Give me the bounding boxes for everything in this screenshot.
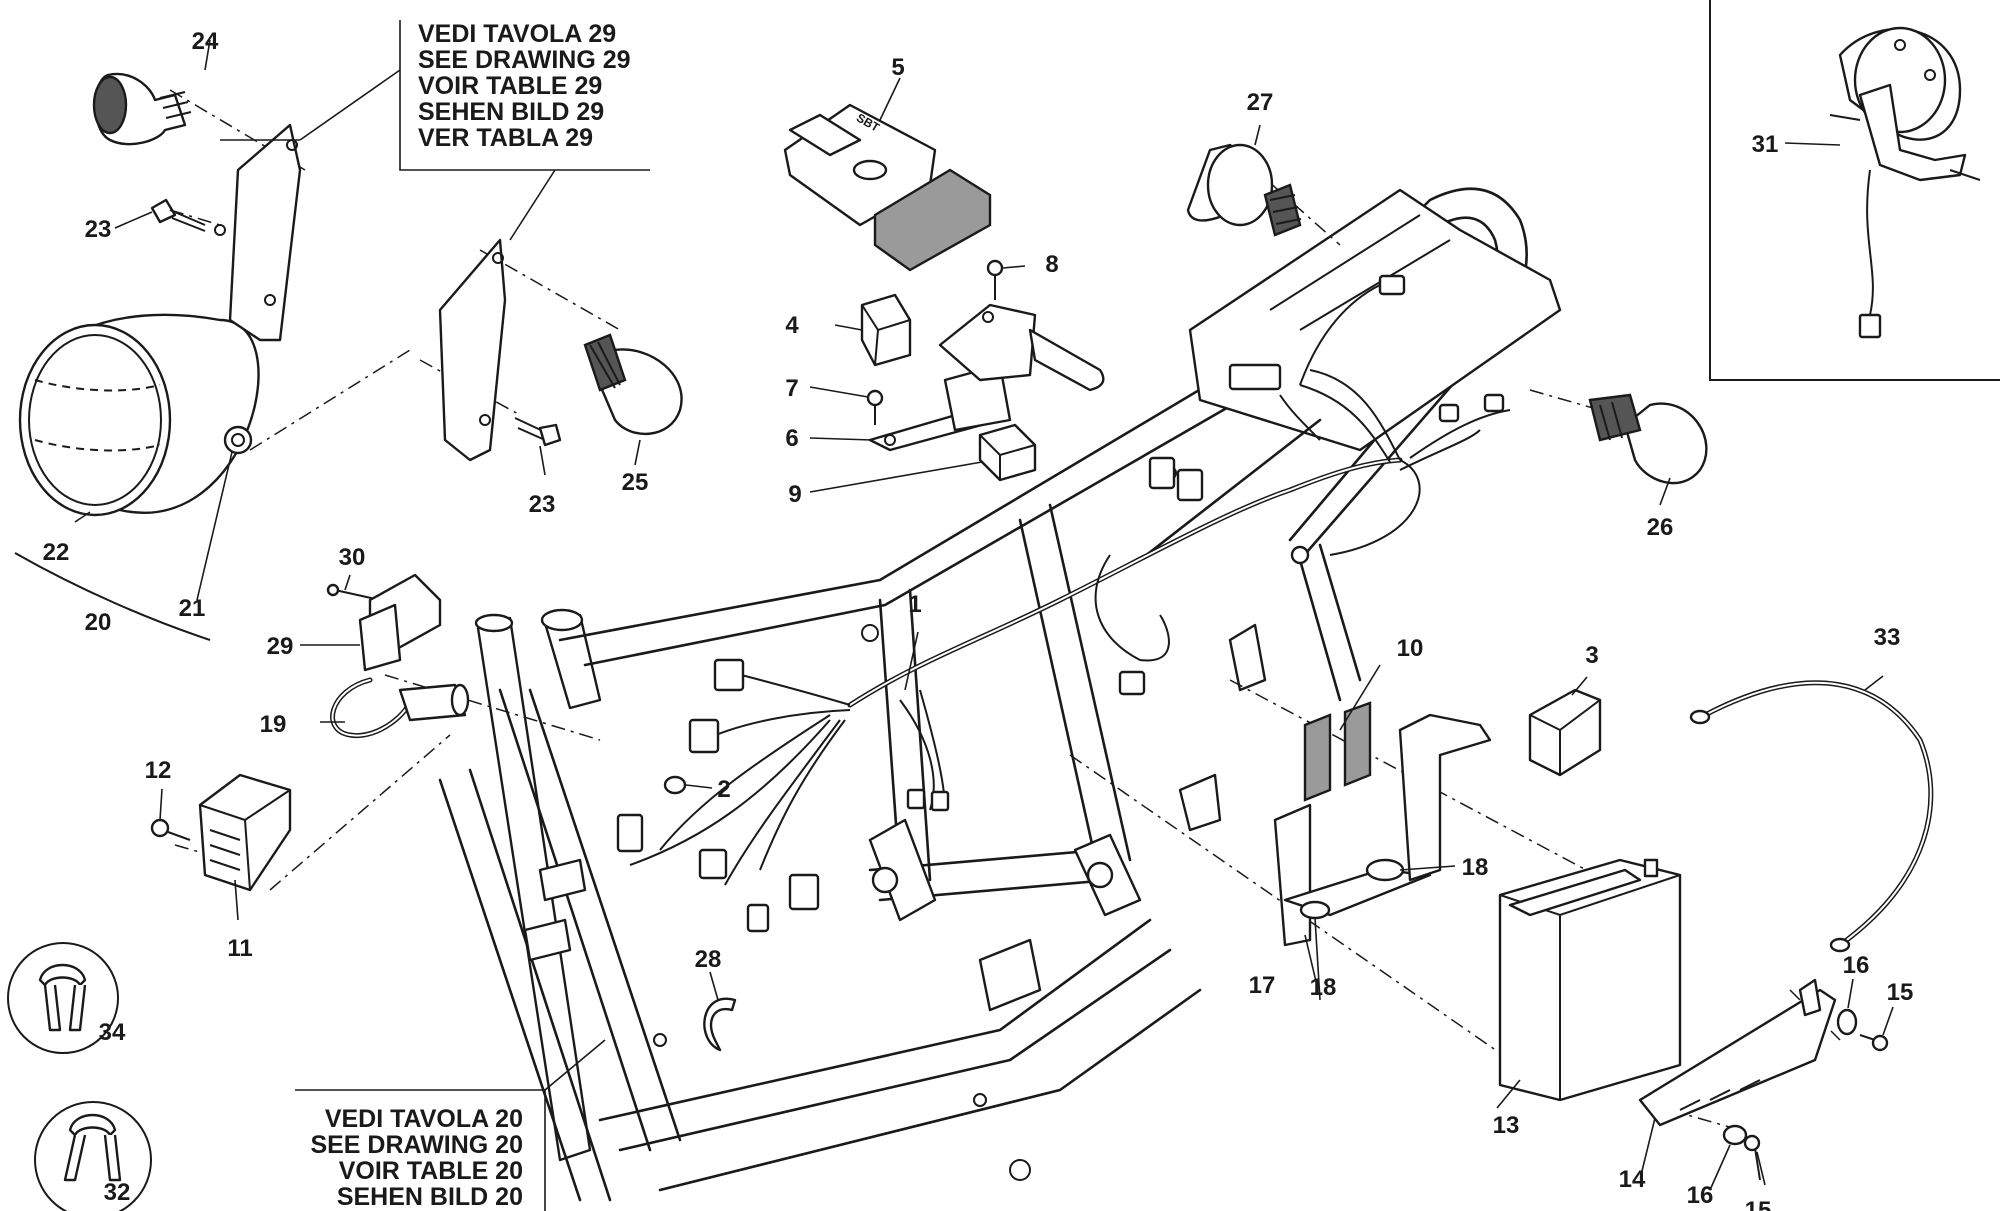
callout-4: 4 [785, 312, 799, 339]
ref-top-line-4: SEHEN BILD 29 [418, 98, 604, 126]
callout-32: 32 [104, 1179, 131, 1206]
callout-5: 5 [891, 54, 904, 81]
callout-31: 31 [1752, 131, 1779, 158]
callout-7: 7 [785, 375, 798, 402]
bolt-15a [1859, 1034, 1889, 1052]
relay-4 [860, 293, 912, 367]
callout-22: 22 [43, 539, 70, 566]
callout-26: 26 [1647, 514, 1674, 541]
callout-24: 24 [192, 28, 219, 55]
callout-25: 25 [622, 469, 649, 496]
nut-2 [663, 775, 687, 795]
callout-27: 27 [1247, 89, 1274, 116]
battery-cable-33 [1689, 680, 1934, 953]
ref-top-line-5: VER TABLA 29 [418, 124, 593, 152]
callout-6: 6 [785, 425, 798, 452]
ref-top-line-3: VOIR TABLE 29 [418, 72, 602, 100]
callout-34: 34 [99, 1019, 126, 1046]
callout-13: 13 [1493, 1112, 1520, 1139]
callout-15b: 15 [1745, 1197, 1772, 1211]
callout-11: 11 [227, 935, 252, 962]
callout-14: 14 [1619, 1166, 1646, 1193]
washer-16b [1722, 1124, 1748, 1146]
turn-signal-24 [92, 72, 192, 146]
coil-11 [198, 773, 292, 892]
callout-10: 10 [1397, 635, 1424, 662]
callout-16b: 16 [1687, 1182, 1714, 1209]
callout-8: 8 [1045, 251, 1058, 278]
callout-numbers: 1 2 3 4 5 6 7 8 9 10 11 12 13 14 15 15 1… [43, 28, 1914, 1211]
ref-top-line-2: SEE DRAWING 29 [418, 46, 631, 74]
callout-30: 30 [339, 544, 366, 571]
callout-leaders [74, 39, 1894, 1191]
signal-bracket-left [214, 123, 302, 342]
callout-33: 33 [1874, 624, 1901, 651]
turn-signal-26 [1588, 393, 1708, 485]
inset-rear-light-31 [1709, 0, 2000, 381]
ignition-module-29 [358, 573, 442, 672]
turn-signal-25 [583, 333, 683, 435]
ref-bottom-line-1: VEDI TAVOLA 20 [325, 1105, 523, 1133]
ignition-lead-19 [330, 677, 470, 739]
callout-12: 12 [145, 757, 172, 784]
main-wiring-harness [616, 274, 1511, 933]
callout-17: 17 [1249, 972, 1276, 999]
ref-bottom-line-4: SEHEN BILD 20 [337, 1183, 523, 1211]
callout-19: 19 [260, 711, 287, 738]
callout-18b: 18 [1310, 974, 1337, 1001]
callout-15a: 15 [1887, 979, 1914, 1006]
detail-circle-32 [34, 1101, 152, 1211]
signal-bracket-right [438, 238, 507, 462]
ref-bottom-line-2: SEE DRAWING 20 [310, 1131, 523, 1159]
callout-23b: 23 [529, 491, 556, 518]
relay-9 [978, 423, 1037, 482]
callout-18a: 18 [1462, 854, 1489, 881]
callout-29: 29 [267, 633, 294, 660]
callout-23a: 23 [85, 216, 112, 243]
detail-circle-34 [7, 942, 119, 1054]
bolt-7 [866, 389, 884, 425]
callout-2: 2 [717, 776, 730, 803]
callout-21: 21 [179, 595, 206, 622]
retainer-bracket-14 [1638, 978, 1837, 1127]
bolt-23-upper [150, 198, 206, 232]
callout-1: 1 [908, 591, 921, 618]
bolt-8 [986, 259, 1004, 300]
reference-box-bottom: VEDI TAVOLA 20 SEE DRAWING 20 VOIR TABLE… [295, 1039, 606, 1211]
bolt-15b [1743, 1134, 1761, 1181]
ecu-5: SBT [783, 103, 992, 272]
headlight-group-brace [14, 552, 211, 641]
bolt-23-lower [514, 417, 562, 447]
callout-28: 28 [695, 946, 722, 973]
regulator-3 [1528, 688, 1602, 777]
cable-clamp-28 [703, 997, 737, 1052]
ref-bottom-line-3: VOIR TABLE 20 [339, 1157, 523, 1185]
ref-top-line-1: VEDI TAVOLA 29 [418, 20, 616, 48]
relay-bracket-6 [868, 303, 1105, 452]
callout-16a: 16 [1843, 952, 1870, 979]
motorcycle-frame [438, 187, 1562, 1202]
turn-signal-27 [1186, 143, 1302, 237]
callout-3: 3 [1585, 642, 1598, 669]
callout-9: 9 [788, 481, 801, 508]
washer-16a [1836, 1008, 1858, 1036]
bolt-12 [150, 818, 191, 841]
callout-20: 20 [85, 609, 112, 636]
battery-13 [1498, 858, 1682, 1102]
reference-box-top: VEDI TAVOLA 29 SEE DRAWING 29 VOIR TABLE… [220, 20, 650, 241]
headlight-assembly [18, 313, 260, 517]
battery-tray-17 [1273, 713, 1492, 947]
rubber-pads-10 [1303, 701, 1372, 802]
